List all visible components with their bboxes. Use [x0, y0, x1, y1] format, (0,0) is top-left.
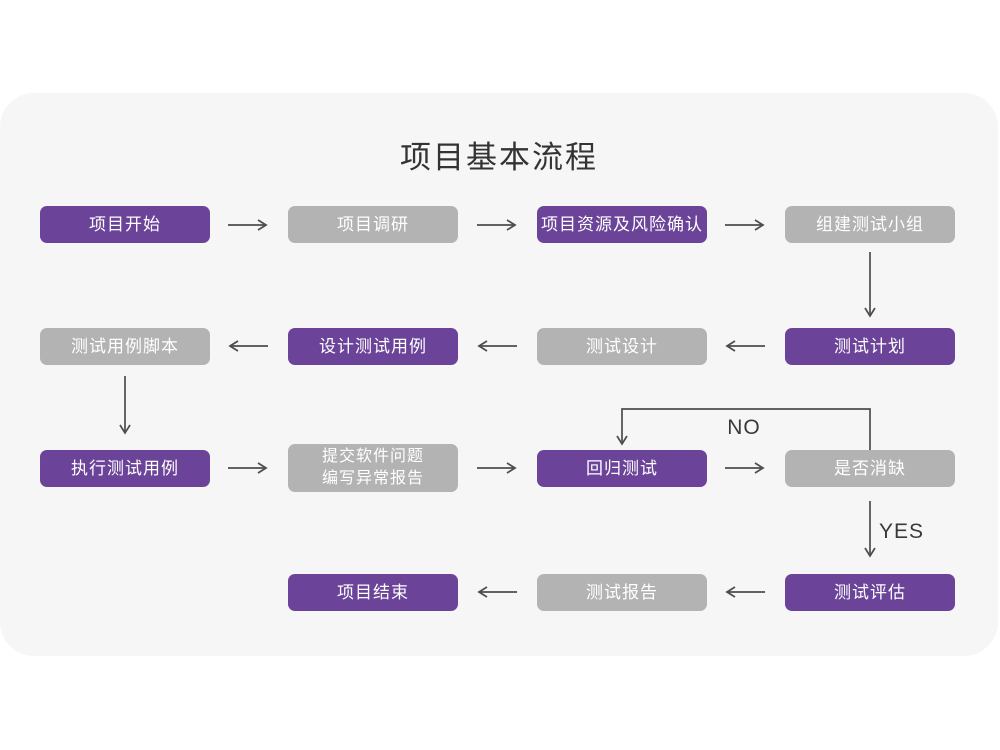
- page-title: 项目基本流程: [400, 140, 598, 175]
- flow-node-project-start: 项目开始: [40, 206, 210, 243]
- flow-node-test-case-script: 测试用例脚本: [40, 328, 210, 365]
- flow-node-submit-issue-report: 提交软件问题 编写异常报告: [288, 444, 458, 492]
- flow-node-defect-cleared: 是否消缺: [785, 450, 955, 487]
- flow-node-test-plan: 测试计划: [785, 328, 955, 365]
- flow-node-design-test-case: 设计测试用例: [288, 328, 458, 365]
- flow-node-test-report: 测试报告: [537, 574, 707, 611]
- flowchart-panel: [0, 93, 998, 656]
- flow-node-build-test-team: 组建测试小组: [785, 206, 955, 243]
- flow-node-execute-test-case: 执行测试用例: [40, 450, 210, 487]
- flow-node-regression-test: 回归测试: [537, 450, 707, 487]
- flow-node-project-research: 项目调研: [288, 206, 458, 243]
- flow-node-test-design: 测试设计: [537, 328, 707, 365]
- flow-node-project-end: 项目结束: [288, 574, 458, 611]
- flow-node-test-evaluation: 测试评估: [785, 574, 955, 611]
- flow-node-resource-risk-confirm: 项目资源及风险确认: [537, 206, 707, 243]
